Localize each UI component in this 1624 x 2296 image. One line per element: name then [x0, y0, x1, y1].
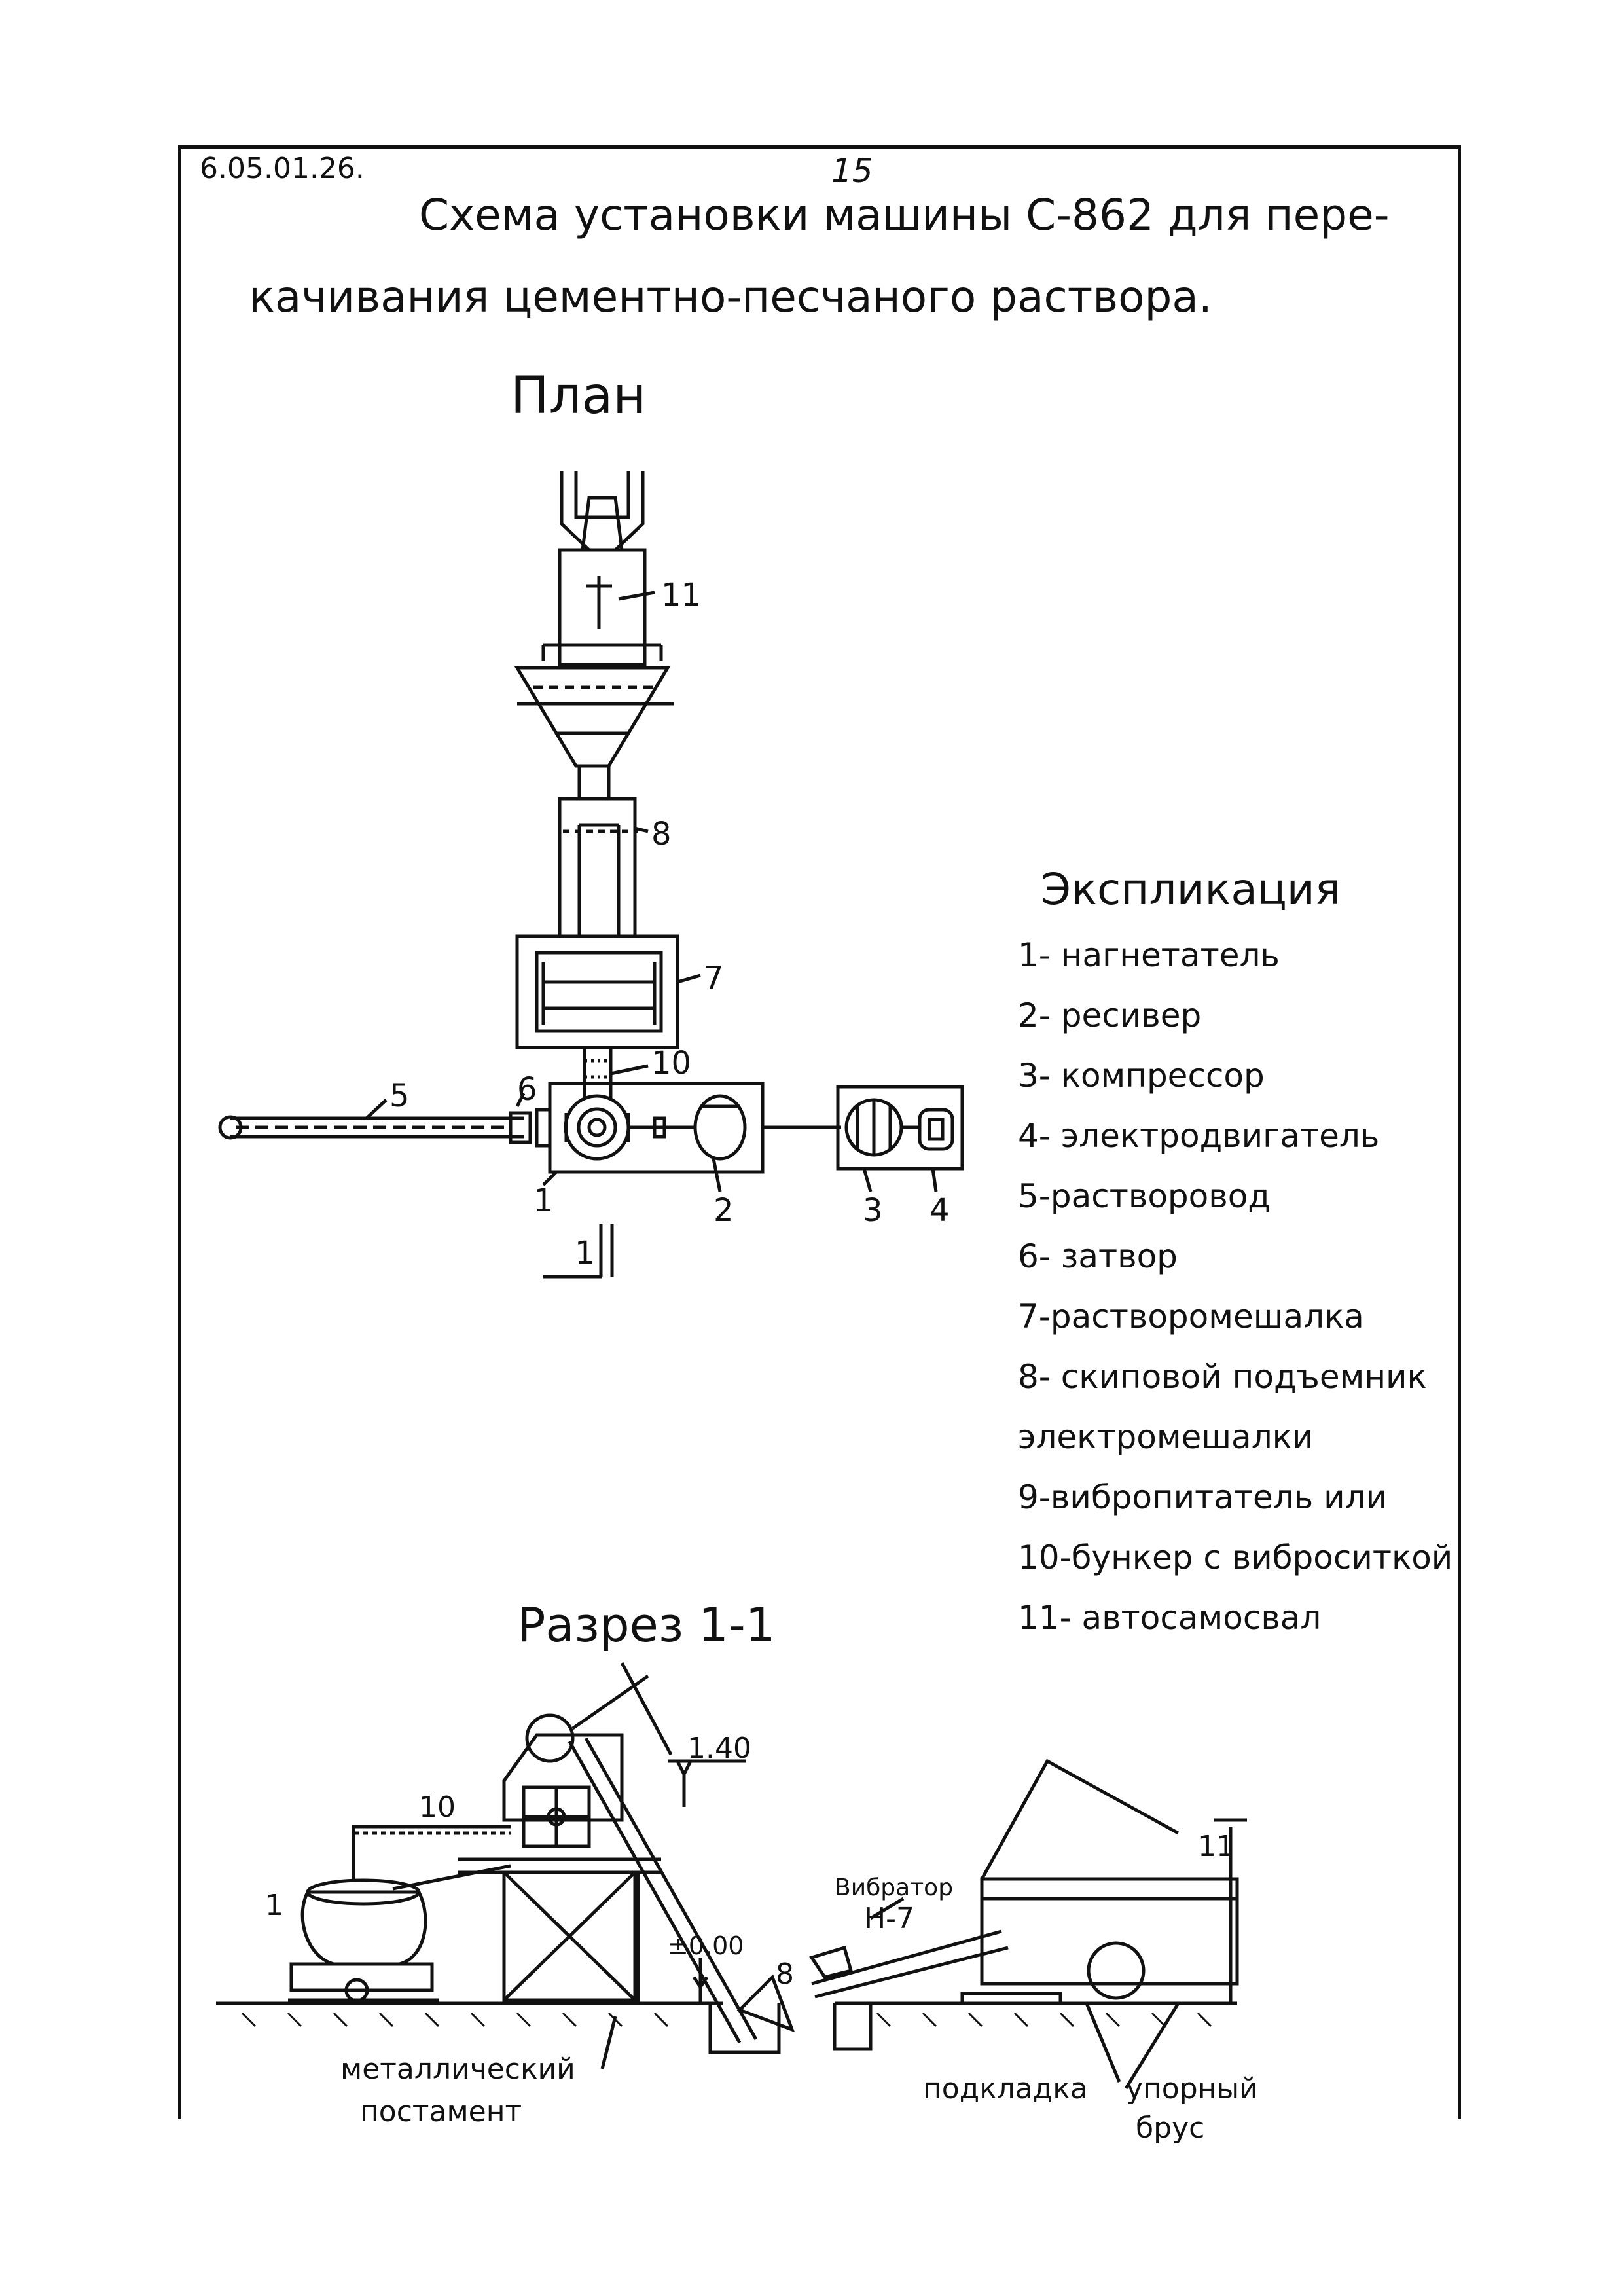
plan-label: 4: [929, 1192, 950, 1229]
legend-title: Экспликация: [1041, 864, 1341, 915]
section-label: 10: [419, 1791, 456, 1824]
plan-chute: [583, 1048, 613, 1100]
section-title: Разрез 1-1: [517, 1597, 776, 1652]
section-label: металлический: [340, 2052, 575, 2086]
legend-item: 6- затвор: [1018, 1237, 1178, 1275]
section-label: упорный: [1126, 2072, 1258, 2105]
plan-labels: 11 8 7 10 5 6 1 2 3 4 1: [389, 577, 950, 1271]
section-pump: [288, 1878, 439, 2003]
plan-label: 3: [863, 1192, 883, 1229]
plan-title: План: [511, 367, 647, 426]
plan-compressor-unit: [763, 1085, 964, 1171]
section-labels: 10 1 1.40 ±0.00 8 Вибратор Н-7 11 металл…: [265, 1732, 1258, 2145]
section-label: 1.40: [687, 1732, 751, 1765]
page-number: 15: [831, 152, 873, 190]
plan-pipeline: [218, 1092, 552, 1148]
plan-hopper: [514, 666, 674, 801]
section-feed-pipe: [352, 1825, 511, 1879]
plan-truck: [541, 471, 663, 666]
plan-mixer: [515, 934, 679, 1049]
plan-label: 2: [713, 1192, 734, 1229]
section-label: подкладка: [923, 2072, 1088, 2105]
drawing-frame: [178, 145, 1461, 2119]
plan-label: 7: [704, 960, 724, 996]
section-view: [216, 1662, 1247, 2090]
plan-label: 1: [575, 1235, 595, 1271]
legend-item: 5-растворовод: [1018, 1177, 1271, 1215]
section-skip-rail: [525, 1662, 795, 2044]
legend-item: 7-растворомешалка: [1018, 1298, 1364, 1336]
section-label: 8: [776, 1958, 794, 1991]
section-mixer-platform: [458, 1733, 661, 2003]
legend-item: электромешалки: [1018, 1418, 1314, 1456]
legend-item: 9-вибропитатель или: [1018, 1478, 1388, 1516]
legend-item: 3- компрессор: [1018, 1057, 1265, 1095]
document-code: 6.05.01.26.: [200, 152, 365, 185]
section-label: Вибратор: [835, 1874, 953, 1901]
plan-label: 11: [661, 577, 701, 613]
plan-pump-unit: [548, 1082, 765, 1174]
section-label: постамент: [360, 2095, 522, 2128]
section-label: брус: [1136, 2111, 1204, 2145]
legend-item: 10-бункер с виброситкой: [1018, 1539, 1453, 1576]
section-label: 11: [1198, 1830, 1235, 1863]
plan-label: 6: [517, 1071, 537, 1108]
plan-view: [218, 471, 964, 1279]
section-label: ±0.00: [668, 1931, 744, 1960]
section-vibrator: [809, 1897, 1009, 1999]
title-line-1: Схема установки машины С-862 для пере-: [419, 190, 1390, 240]
plan-label: 5: [389, 1078, 410, 1114]
legend-item: 2- ресивер: [1018, 996, 1202, 1034]
legend-item: 1- нагнетатель: [1018, 936, 1280, 974]
title-line-2: качивания цементно-песчаного раствора.: [249, 272, 1212, 322]
plan-skip-hoist: [558, 797, 638, 938]
section-label: Н-7: [864, 1902, 914, 1935]
plan-label: 10: [651, 1045, 691, 1082]
section-label: 1: [265, 1889, 283, 1922]
legend-item: 4- электродвигатель: [1018, 1117, 1380, 1155]
legend-item: 11- автосамосвал: [1018, 1599, 1322, 1637]
legend-item: 8- скиповой подъемник: [1018, 1358, 1427, 1396]
section-elevation-marks: [668, 1759, 746, 2003]
section-truck: [960, 1758, 1247, 2005]
plan-label: 1: [533, 1182, 554, 1219]
plan-label: 8: [651, 816, 672, 852]
